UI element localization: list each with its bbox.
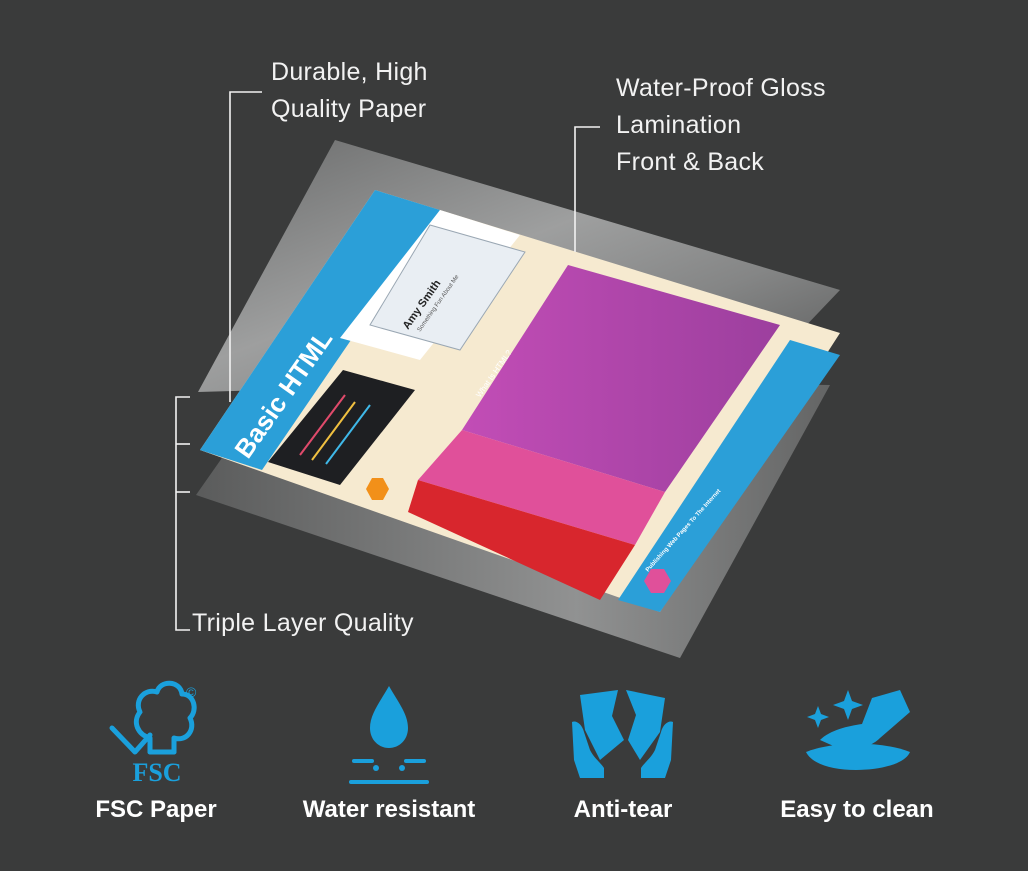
lamination-callout-line1: Water-Proof Gloss xyxy=(616,74,826,102)
feature-label-clean: Easy to clean xyxy=(780,796,934,823)
fsc-copyright-mark: © xyxy=(186,684,197,700)
lamination-callout: Water-Proof Gloss Lamination Front & Bac… xyxy=(616,70,826,181)
lamination-callout-line xyxy=(574,126,600,252)
feature-label-water: Water resistant xyxy=(302,796,476,823)
poster-red-table xyxy=(408,480,635,600)
paper-callout-line xyxy=(229,91,262,402)
feature-label-tear: Anti-tear xyxy=(573,796,673,823)
poster-orange-badge xyxy=(366,478,389,500)
layers-callout-line1: Triple Layer Quality xyxy=(192,609,414,637)
torn-paper-hands-icon xyxy=(572,690,673,778)
hand-wiping-sparkle-icon xyxy=(806,690,910,770)
lamination-callout-line2: Lamination xyxy=(616,111,742,139)
layers-callout: Triple Layer Quality xyxy=(192,605,414,642)
paper-callout-line2: Quality Paper xyxy=(271,95,427,123)
poster-pink-badge xyxy=(644,569,671,593)
poster-footer-strip xyxy=(618,340,840,612)
poster-profile-card xyxy=(369,224,526,351)
poster-pink-table xyxy=(418,430,665,545)
poster-purple-section xyxy=(462,265,780,492)
poster-code-panel xyxy=(268,370,415,485)
paper-callout-line1: Durable, High xyxy=(271,58,428,86)
fsc-tree-icon xyxy=(109,680,197,755)
paper-callout: Durable, High Quality Paper xyxy=(271,54,428,128)
fsc-logo-text: FSC xyxy=(132,758,181,787)
poster-title-strip xyxy=(200,190,440,470)
lamination-callout-line3: Front & Back xyxy=(616,148,765,176)
feature-label-fsc: FSC Paper xyxy=(95,796,217,823)
water-drop-icon xyxy=(349,686,429,784)
layers-bracket-line xyxy=(175,396,190,631)
